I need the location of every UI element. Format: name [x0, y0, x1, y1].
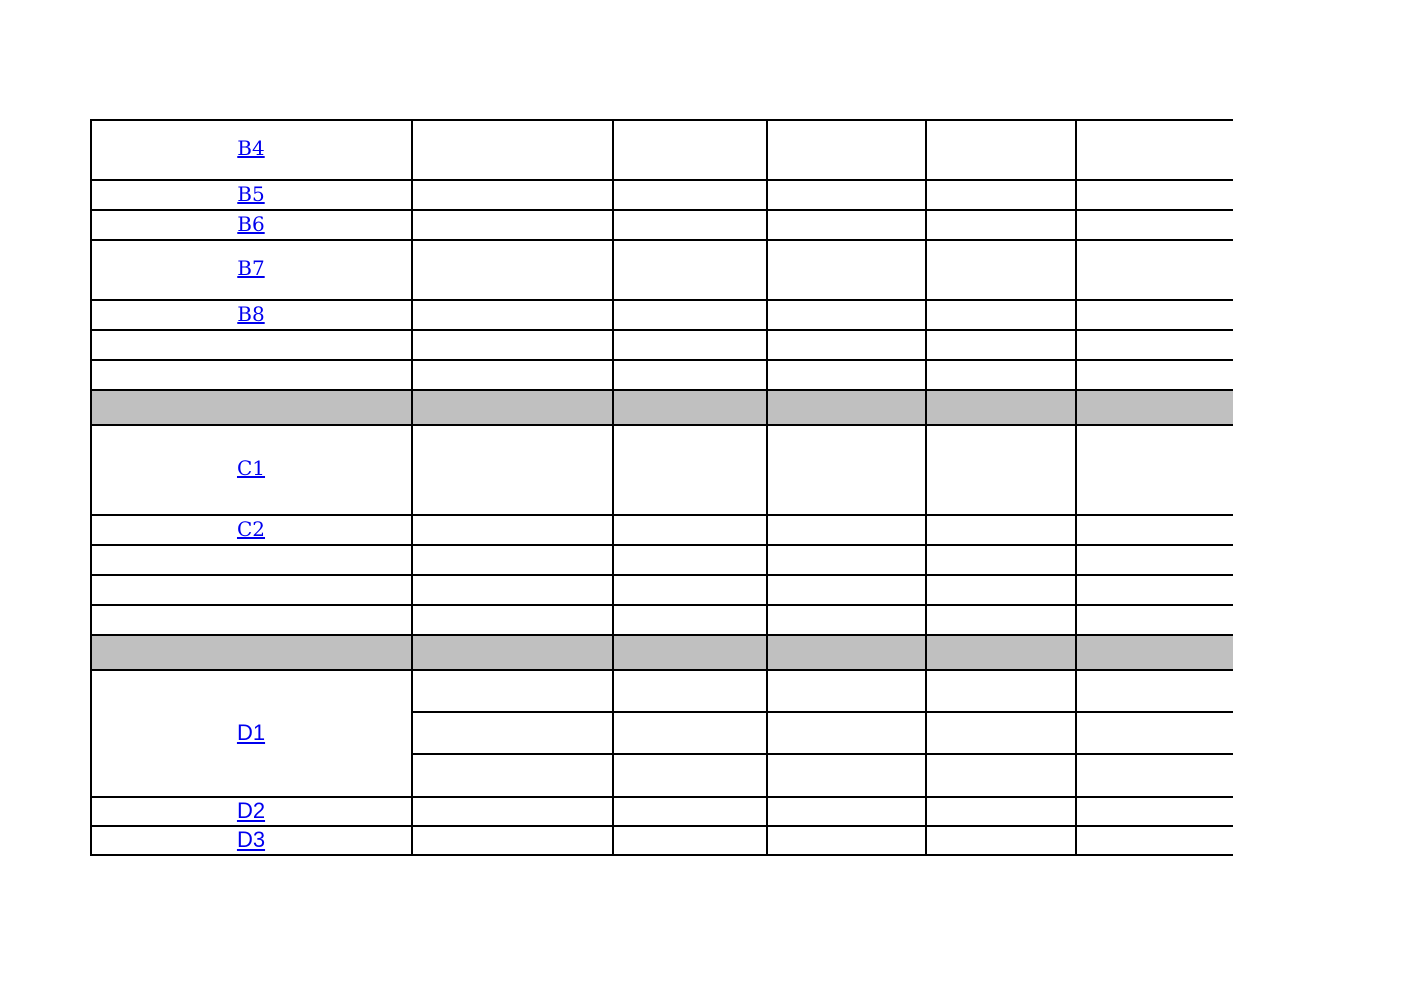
- link-c2[interactable]: C2: [236, 517, 266, 541]
- link-b4[interactable]: B4: [237, 136, 265, 160]
- link-b7[interactable]: B7: [237, 256, 265, 280]
- link-b6[interactable]: B6: [237, 212, 265, 236]
- spreadsheet-table: B4 B5 B6 B7 B8 C1 C2 D1 D2 D3: [90, 119, 1233, 856]
- table-grid: [90, 119, 1233, 856]
- link-d3[interactable]: D3: [236, 827, 266, 852]
- link-b8[interactable]: B8: [237, 302, 265, 326]
- link-d1[interactable]: D1: [236, 720, 266, 745]
- gray-row-1: [90, 390, 1233, 425]
- link-d2[interactable]: D2: [236, 798, 266, 823]
- grid-lines: [90, 119, 1233, 856]
- gray-row-2: [90, 635, 1233, 670]
- link-c1[interactable]: C1: [236, 456, 266, 480]
- link-b5[interactable]: B5: [237, 182, 265, 206]
